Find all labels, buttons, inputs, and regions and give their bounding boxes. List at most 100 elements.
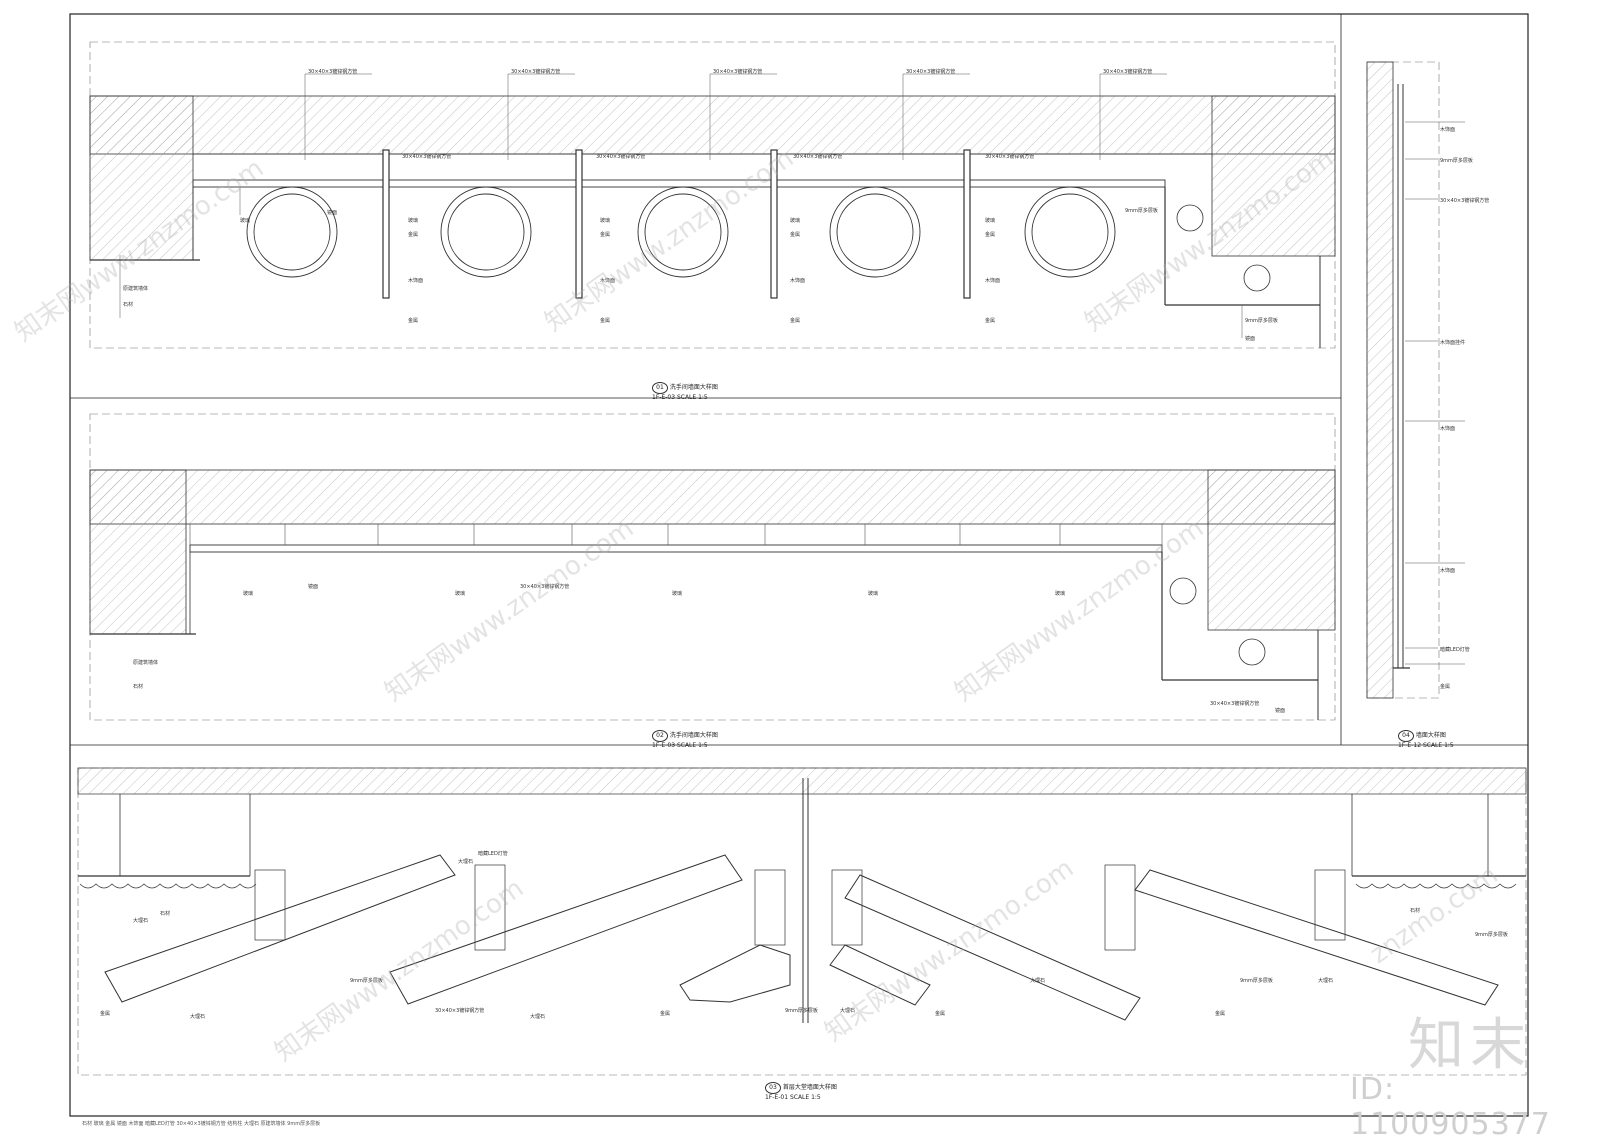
svg-text:金属: 金属	[660, 1010, 670, 1017]
title-detail-02: 02 洗手间墙面大样图 1F-E-03 SCALE 1:5	[652, 730, 718, 749]
svg-text:30×40×3镀锌钢方管: 30×40×3镀锌钢方管	[511, 68, 560, 75]
title-04-text: 墙面大样图	[1415, 732, 1446, 739]
svg-text:暗藏LED灯管: 暗藏LED灯管	[478, 850, 508, 857]
svg-text:暗藏LED灯管: 暗藏LED灯管	[1440, 646, 1470, 653]
title-detail-01: 01 洗手间墙面大样图 1F-E-03 SCALE 1:5	[652, 382, 718, 401]
svg-text:30×40×3镀锌钢方管: 30×40×3镀锌钢方管	[520, 583, 569, 590]
title-03-text: 首层大堂墙面大样图	[782, 1084, 837, 1091]
title-02-num: 02	[652, 730, 668, 742]
svg-text:金属: 金属	[1215, 1010, 1225, 1017]
svg-text:9mm厚多层板: 9mm厚多层板	[1125, 207, 1158, 214]
tag-stone: 石材	[82, 1121, 93, 1127]
svg-text:木饰面: 木饰面	[985, 277, 1000, 284]
svg-text:镜面: 镜面	[327, 209, 337, 216]
tag-wall: 原建筑墙体	[260, 1121, 286, 1127]
tag-plate: 9mm厚多层板	[287, 1121, 321, 1127]
tag-wood: 木饰面	[128, 1121, 144, 1127]
svg-text:大理石: 大理石	[1318, 977, 1333, 984]
tag-mirror: 镜面	[116, 1121, 127, 1127]
sheet-border	[69, 13, 1529, 1117]
title-03-num: 03	[765, 1082, 781, 1094]
title-04-num: 04	[1398, 730, 1414, 742]
svg-text:玻璃: 玻璃	[790, 217, 800, 224]
svg-text:木饰面: 木饰面	[408, 277, 423, 284]
svg-text:镜面: 镜面	[1275, 707, 1285, 714]
svg-text:玻璃: 玻璃	[600, 217, 610, 224]
svg-text:大理石: 大理石	[133, 917, 148, 924]
image-id-label: ID: 1100905377	[1350, 1072, 1551, 1142]
svg-text:9mm厚多层板: 9mm厚多层板	[1440, 157, 1473, 164]
title-detail-03: 03 首层大堂墙面大样图 1F-E-01 SCALE 1:5	[765, 1082, 837, 1101]
svg-text:金属: 金属	[1440, 683, 1450, 690]
svg-text:大理石: 大理石	[458, 858, 473, 865]
svg-text:玻璃: 玻璃	[1055, 590, 1065, 597]
title-03-sub: 1F-E-01	[765, 1094, 789, 1101]
svg-text:金属: 金属	[408, 317, 418, 324]
svg-text:石材: 石材	[133, 683, 143, 690]
svg-text:玻璃: 玻璃	[408, 217, 418, 224]
svg-text:9mm厚多层板: 9mm厚多层板	[1240, 977, 1273, 984]
svg-text:木饰面: 木饰面	[790, 277, 805, 284]
svg-text:玻璃: 玻璃	[455, 590, 465, 597]
svg-text:金属: 金属	[408, 231, 418, 238]
svg-text:金属: 金属	[600, 317, 610, 324]
svg-text:30×40×3镀锌钢方管: 30×40×3镀锌钢方管	[596, 153, 645, 160]
tag-marble: 大理石	[243, 1121, 259, 1127]
svg-text:玻璃: 玻璃	[240, 217, 250, 224]
svg-text:玻璃: 玻璃	[868, 590, 878, 597]
svg-text:30×40×3镀锌钢方管: 30×40×3镀锌钢方管	[308, 68, 357, 75]
svg-text:大理石: 大理石	[1030, 977, 1045, 984]
title-01-sub: 1F-E-03	[652, 394, 676, 401]
svg-text:木饰面: 木饰面	[1440, 126, 1455, 133]
svg-text:木饰面: 木饰面	[600, 277, 615, 284]
svg-text:30×40×3镀锌钢方管: 30×40×3镀锌钢方管	[435, 1007, 484, 1014]
svg-text:金属: 金属	[935, 1010, 945, 1017]
svg-text:玻璃: 玻璃	[243, 590, 253, 597]
svg-text:9mm厚多层板: 9mm厚多层板	[1475, 931, 1508, 938]
svg-text:镜面: 镜面	[1245, 335, 1255, 342]
svg-text:石材: 石材	[1410, 907, 1420, 914]
svg-text:30×40×3镀锌钢方管: 30×40×3镀锌钢方管	[1103, 68, 1152, 75]
svg-text:大理石: 大理石	[190, 1013, 205, 1020]
svg-text:大理石: 大理石	[530, 1013, 545, 1020]
detail-01-plan: 30×40×3镀锌钢方管 30×40×3镀锌钢方管 30×40×3镀锌钢方管 30×…	[89, 41, 1336, 349]
svg-text:金属: 金属	[985, 317, 995, 324]
svg-text:金属: 金属	[100, 1010, 110, 1017]
svg-text:30×40×3镀锌钢方管: 30×40×3镀锌钢方管	[1440, 197, 1489, 204]
svg-text:木饰面: 木饰面	[1440, 425, 1455, 432]
title-02-scale: SCALE 1:5	[676, 742, 708, 749]
detail-02-plan: 玻璃镜面 玻璃30×40×3镀锌钢方管 玻璃玻璃 玻璃 原建筑墙体石材 30×4…	[89, 413, 1336, 721]
title-04-sub: 1F-E-12	[1398, 742, 1422, 749]
tag-lamp: 暗藏LED灯管	[145, 1121, 175, 1127]
svg-text:金属: 金属	[790, 317, 800, 324]
svg-text:30×40×3镀锌钢方管: 30×40×3镀锌钢方管	[906, 68, 955, 75]
svg-text:30×40×3镀锌钢方管: 30×40×3镀锌钢方管	[713, 68, 762, 75]
svg-text:玻璃: 玻璃	[672, 590, 682, 597]
tag-pipe: 结构柱	[227, 1121, 243, 1127]
title-01-text: 洗手间墙面大样图	[669, 384, 718, 391]
material-tags: 石材 玻璃 金属 镜面 木饰面 暗藏LED灯管 30×40×3镀锌钢方管 结构柱…	[82, 1120, 320, 1127]
svg-text:30×40×3镀锌钢方管: 30×40×3镀锌钢方管	[793, 153, 842, 160]
svg-text:金属: 金属	[600, 231, 610, 238]
svg-text:9mm厚多层板: 9mm厚多层板	[785, 1007, 818, 1014]
title-04-scale: SCALE 1:5	[1422, 742, 1454, 749]
detail-03-lobby-wall: 石材大理石 金属大理石 暗藏LED灯管大理石 9mm厚多层板30×40×3镀锌钢…	[77, 767, 1527, 1076]
svg-text:30×40×3镀锌钢方管: 30×40×3镀锌钢方管	[402, 153, 451, 160]
svg-text:镜面: 镜面	[308, 583, 318, 590]
svg-text:金属: 金属	[985, 231, 995, 238]
title-01-scale: SCALE 1:5	[676, 394, 708, 401]
svg-text:9mm厚多层板: 9mm厚多层板	[350, 977, 383, 984]
svg-text:9mm厚多层板: 9mm厚多层板	[1245, 317, 1278, 324]
tag-steel: 30×40×3镀锌钢方管	[176, 1121, 226, 1127]
title-03-scale: SCALE 1:5	[789, 1094, 821, 1101]
svg-text:木饰面: 木饰面	[1440, 567, 1455, 574]
title-02-sub: 1F-E-03	[652, 742, 676, 749]
svg-text:30×40×3镀锌钢方管: 30×40×3镀锌钢方管	[985, 153, 1034, 160]
svg-text:30×40×3镀锌钢方管: 30×40×3镀锌钢方管	[1210, 700, 1259, 707]
svg-text:玻璃: 玻璃	[985, 217, 995, 224]
tag-glass: 玻璃	[93, 1121, 104, 1127]
title-01-num: 01	[652, 382, 668, 394]
svg-text:石材: 石材	[160, 910, 170, 917]
